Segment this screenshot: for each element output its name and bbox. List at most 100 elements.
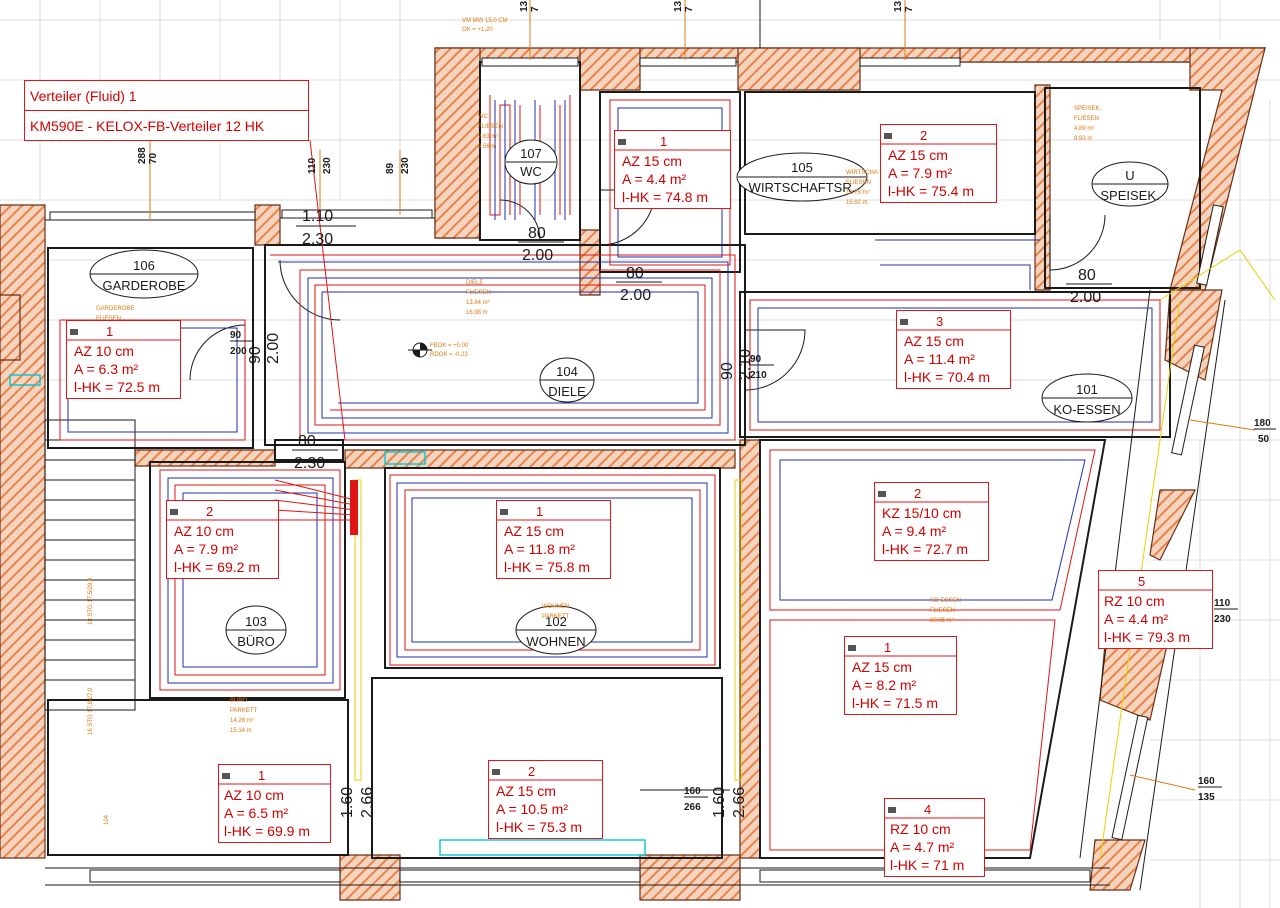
heating-circuit-label[interactable]: 1 AZ 10 cm A = 6.3 m² l-HK = 72.5 m [66, 320, 184, 400]
distributor-label[interactable]: Verteiler (Fluid) 1 KM590E - KELOX-FB-Ve… [24, 80, 314, 142]
room-tag-wirtschaftsraum[interactable]: 105 WIRTSCHAFTSR. [732, 150, 872, 204]
circuit-icon [500, 509, 508, 515]
window-dimension: 180 50 [1254, 418, 1276, 445]
room-number: 107 [520, 146, 542, 161]
circuit-number: 2 [206, 504, 213, 519]
room-name: DIELE [548, 384, 586, 399]
note-line: 15.14 m [230, 728, 252, 734]
circuit-number: 1 [536, 504, 543, 519]
heating-circuit-label[interactable]: 3 AZ 15 cm A = 11.4 m² l-HK = 70.4 m [896, 310, 1014, 390]
dim-height: 2.66 [731, 787, 748, 818]
circuit-number: 2 [528, 764, 535, 779]
dim-width: 1.60 [339, 787, 356, 818]
window-dimension: 110 230 [307, 157, 333, 174]
note-line: PARKETT [542, 614, 570, 620]
room-tag-ko-essen[interactable]: 101 KO-ESSEN [1040, 372, 1134, 424]
heating-circuit-label[interactable]: 2 AZ 15 cm A = 10.5 m² l-HK = 75.3 m [488, 760, 604, 840]
room-note: SPEISEK. FLIESEN 4.89 m² 8.93 m [1074, 106, 1102, 142]
top-edge-mark: 13 7 [519, 0, 541, 12]
dim-height: 2.66 [359, 787, 376, 818]
note-line: BÜRO [230, 697, 248, 704]
window-dimension: 160 135 [1198, 776, 1222, 803]
dimension-leaders [149, 0, 1256, 791]
exterior-walls [0, 47, 1267, 901]
room-tag-buero[interactable]: 103 BÜRO [224, 604, 288, 656]
circuit-spacing: AZ 15 cm [904, 333, 964, 349]
window-dimension: 89 230 [385, 157, 411, 174]
heating-circuit-label[interactable]: 2 AZ 15 cm A = 7.9 m² l-HK = 75.4 m [880, 124, 998, 204]
heating-circuit-label[interactable]: 1 AZ 10 cm A = 6.5 m² l-HK = 69.9 m [218, 764, 334, 844]
circuit-number: 1 [258, 768, 265, 783]
edge-mark-text: 13 [893, 0, 904, 12]
room-tag-wc[interactable]: 107 WC [492, 138, 572, 188]
circuit-area: A = 11.8 m² [504, 541, 575, 557]
note-line: PARKETT [230, 708, 258, 714]
circuit-spacing: RZ 10 cm [890, 821, 951, 837]
circuit-spacing: AZ 15 cm [496, 783, 556, 799]
note-line: GARDEROBE [96, 306, 134, 312]
door-dimension: 1.10 2.30 [296, 208, 356, 248]
dim-width: 288 [137, 147, 148, 164]
room-tag-speisekammer[interactable]: U SPEISEK. [1088, 160, 1172, 208]
circuit-spacing: KZ 15/10 cm [882, 505, 961, 521]
room-name: KO-ESSEN [1053, 402, 1120, 417]
dim-width: 90 [719, 362, 736, 380]
room-note: WIRTSCHA FLIESEN 12.76 m² 15.92 m [846, 170, 878, 206]
dim-height: 230 [400, 157, 411, 174]
circuit-spacing: AZ 15 cm [888, 147, 948, 163]
circuit-length: l-HK = 71.5 m [852, 695, 938, 711]
room-name: SPEISEK. [1100, 188, 1159, 203]
heating-circuit-label[interactable]: 5 RZ 10 cm A = 4.4 m² l-HK = 79.3 m [1098, 570, 1214, 650]
circuit-icon [900, 319, 908, 325]
room-note: GARDEROBE FLIESEN [96, 306, 134, 322]
circuit-number: 1 [884, 640, 891, 655]
note-line: SPEISEK. [1074, 106, 1102, 112]
note-line: 12.76 m² [846, 190, 870, 196]
level-mark: RDOK = -0.23 [430, 352, 469, 358]
dim-width: 80 [528, 225, 546, 242]
room-note: KO-ESSEN FLIESEN 38.05 m² [930, 598, 961, 624]
note-line: 15.92 m [846, 200, 868, 206]
circuit-icon [888, 807, 896, 813]
dim-width: 160 [1198, 776, 1215, 787]
circuit-area: A = 10.5 m² [496, 801, 568, 817]
room-tag-wohnen[interactable]: 102 WOHNEN [514, 604, 598, 656]
heating-circuit-label[interactable]: 4 RZ 10 cm A = 4.7 m² l-HK = 71 m [884, 798, 986, 878]
circuit-spacing: AZ 15 cm [622, 153, 682, 169]
edge-mark: 104 [104, 814, 110, 825]
room-note: WC FLIESEN 2.63 m² 6.56 m [478, 114, 503, 150]
dim-width: 1.60 [711, 787, 728, 818]
circuit-spacing: AZ 10 cm [224, 787, 284, 803]
heating-pipes [59, 95, 1161, 851]
note-line: FLIESEN [466, 290, 491, 296]
circuit-length: l-HK = 79.3 m [1104, 629, 1190, 645]
note-line: 38.05 m² [930, 618, 954, 624]
circuit-icon [70, 329, 78, 335]
note-line: VM MW 15,0 CM [462, 18, 508, 24]
note-line: KO-ESSEN [930, 598, 961, 604]
edge-mark-text: 7 [684, 6, 695, 12]
window-dimension: 90 210 [750, 354, 774, 381]
note-line: DIELE [466, 280, 483, 286]
circuit-icon [848, 645, 856, 651]
note-line: 8.93 m [1074, 136, 1092, 142]
heating-circuit-label[interactable]: 1 AZ 15 cm A = 4.4 m² l-HK = 74.8 m [614, 130, 732, 210]
dim-height: 200 [230, 346, 247, 357]
heating-circuit-label[interactable]: 1 AZ 15 cm A = 8.2 m² l-HK = 71.5 m [844, 636, 960, 716]
heating-circuit-label[interactable]: 2 KZ 15/10 cm A = 9.4 m² l-HK = 72.7 m [874, 482, 990, 562]
room-tag-garderobe[interactable]: 106 GARDEROBE [88, 248, 200, 300]
circuit-length: l-HK = 70.4 m [904, 369, 990, 385]
note-line: FLIESEN [96, 316, 121, 322]
heating-circuit-label[interactable]: 1 AZ 15 cm A = 11.8 m² l-HK = 75.8 m [496, 500, 612, 580]
note-line: 16.98 m [466, 310, 488, 316]
dim-width: 160 [684, 786, 701, 797]
heating-circuit-label[interactable]: 2 AZ 10 cm A = 7.9 m² l-HK = 69.2 m [166, 500, 282, 580]
dim-height: 230 [1214, 614, 1231, 625]
edge-mark-text: 7 [530, 6, 541, 12]
manifold [274, 139, 358, 535]
room-tag-diele[interactable]: 104 DIELE [538, 356, 596, 404]
level-marker [408, 342, 432, 358]
door-dimension: 80 2.00 [1066, 267, 1112, 306]
circuit-length: l-HK = 75.4 m [888, 183, 974, 199]
